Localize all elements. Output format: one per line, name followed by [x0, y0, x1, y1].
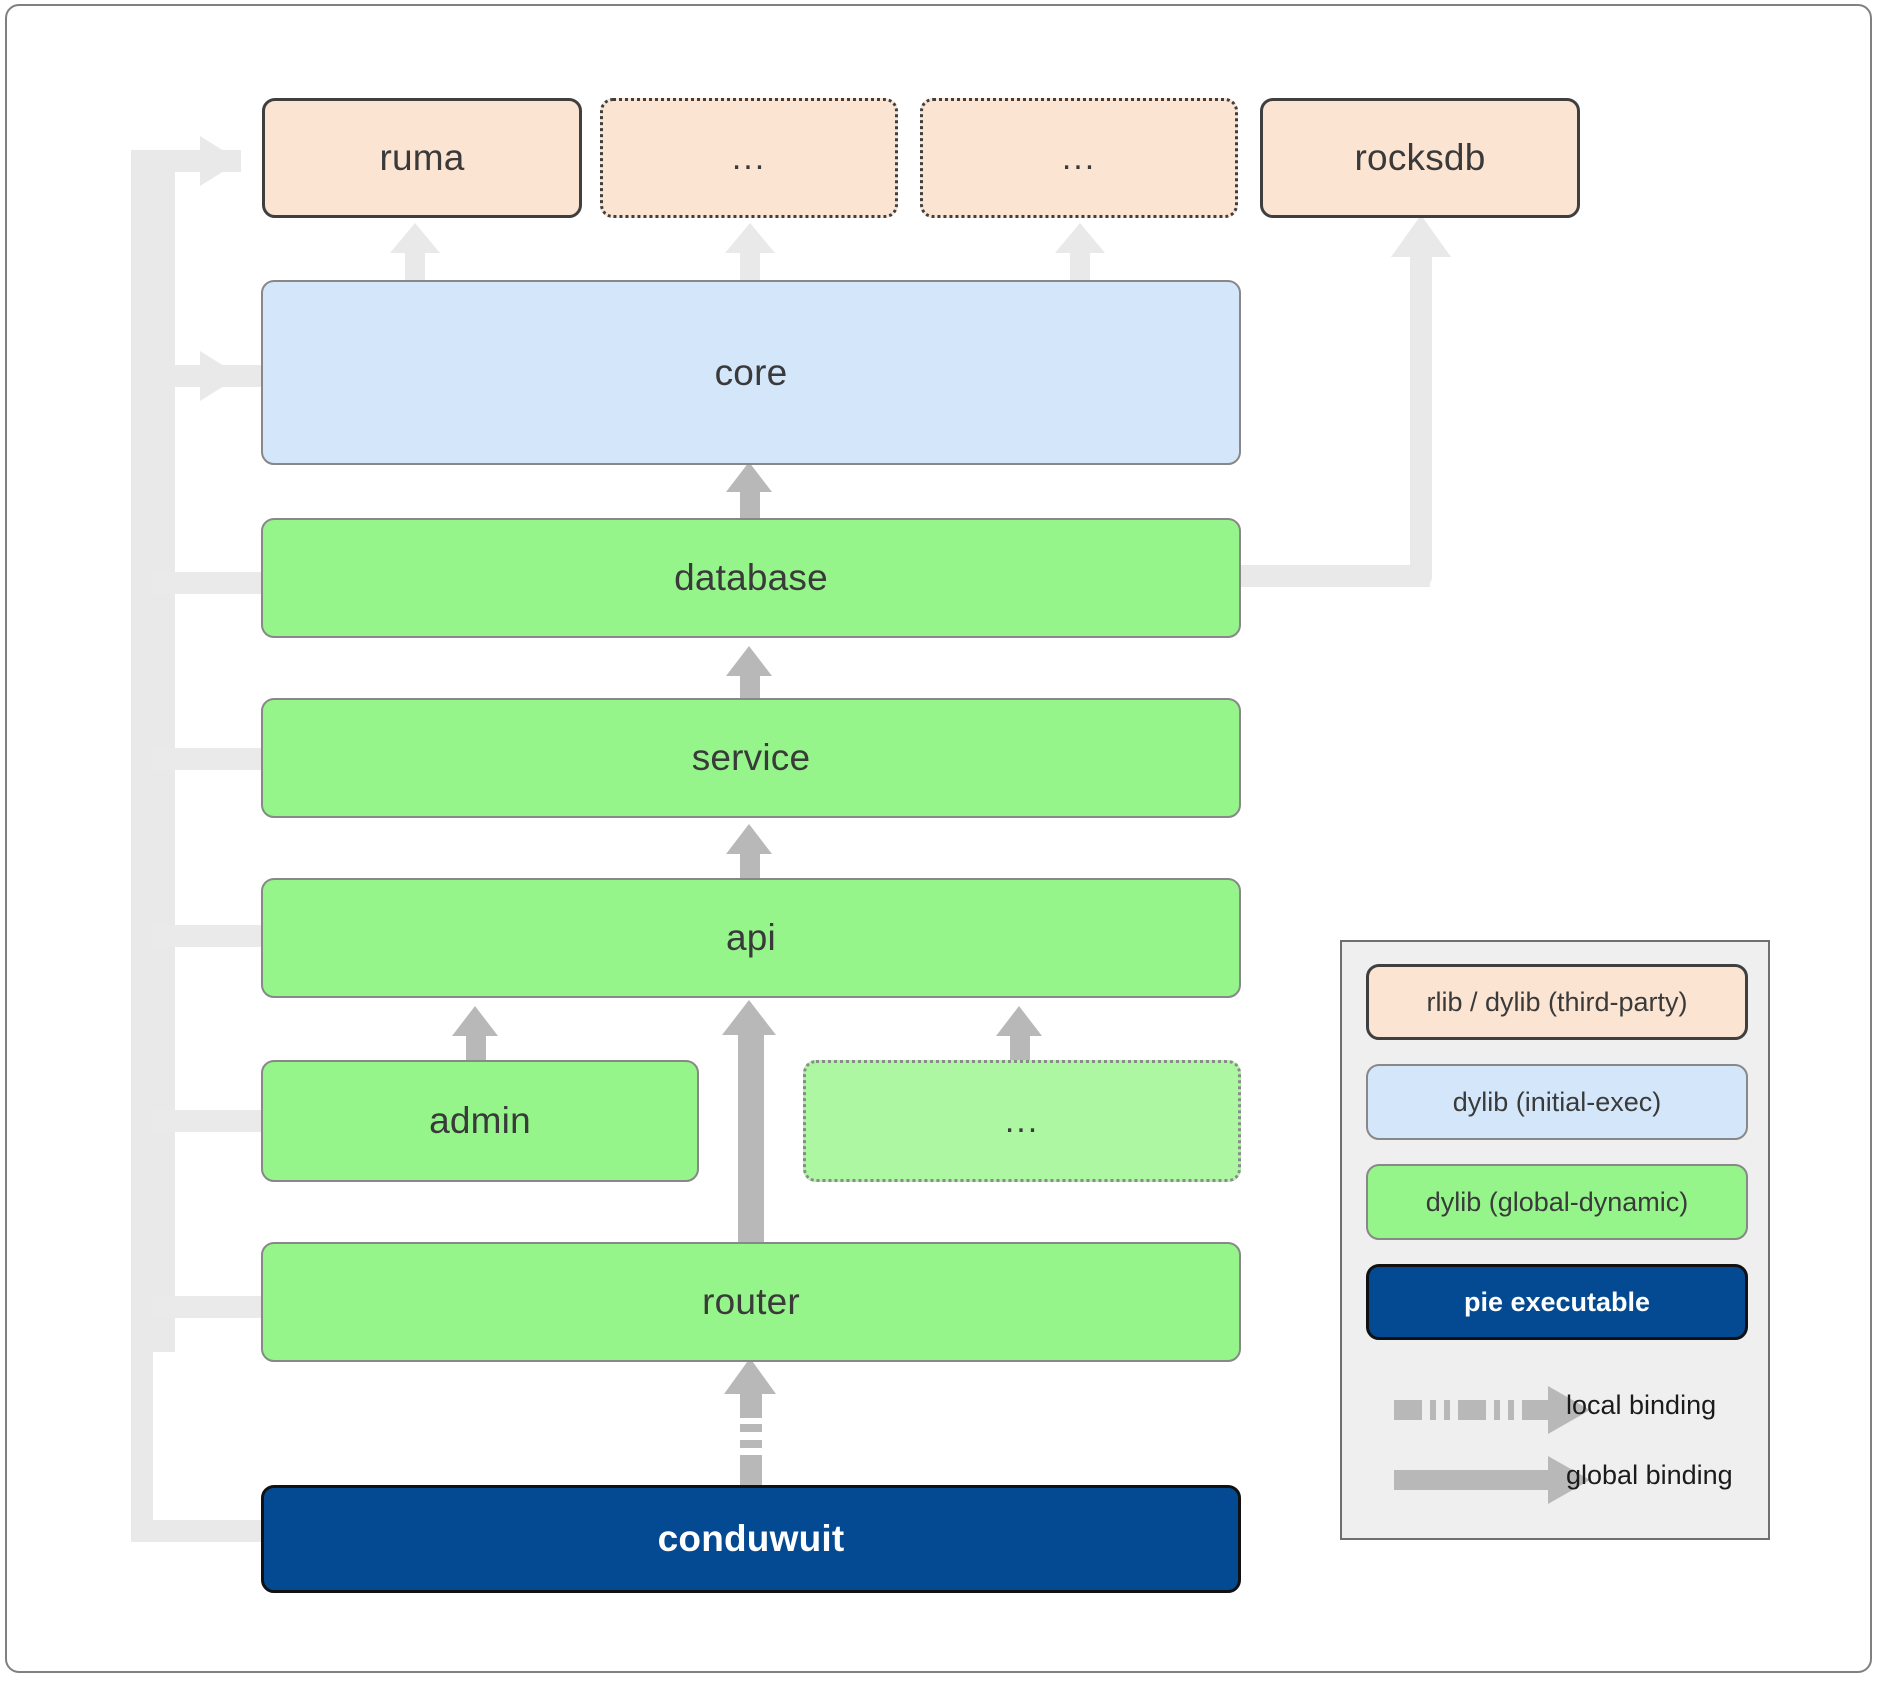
node-label: ruma — [379, 137, 465, 178]
legend-swatch-global-dynamic: dylib (global-dynamic) — [1366, 1164, 1748, 1240]
node-api[interactable]: api — [261, 878, 1241, 998]
node-etc-top-2[interactable]: ... — [920, 98, 1238, 218]
node-label: rocksdb — [1354, 137, 1486, 178]
node-core[interactable]: core — [261, 280, 1241, 465]
dash-segment — [1458, 1400, 1486, 1420]
dash-segment — [1508, 1400, 1514, 1420]
node-label: core — [714, 351, 788, 393]
legend-swatch-label: dylib (initial-exec) — [1452, 1086, 1662, 1117]
legend-arrow-global-binding: global binding — [1366, 1452, 1756, 1508]
legend-swatch-third-party: rlib / dylib (third-party) — [1366, 964, 1748, 1040]
legend-arrow-local-binding: local binding — [1366, 1382, 1756, 1438]
node-router[interactable]: router — [261, 1242, 1241, 1362]
legend-swatch-label: pie executable — [1463, 1286, 1651, 1317]
legend-swatch-label: rlib / dylib (third-party) — [1426, 986, 1688, 1017]
node-database[interactable]: database — [261, 518, 1241, 638]
legend-swatch-initial-exec: dylib (initial-exec) — [1366, 1064, 1748, 1140]
node-service[interactable]: service — [261, 698, 1241, 818]
arrow-head-icon — [1548, 1456, 1590, 1504]
legend-swatch-pie-executable: pie executable — [1366, 1264, 1748, 1340]
node-label: database — [674, 557, 828, 598]
legend-panel: rlib / dylib (third-party) dylib (initia… — [1340, 940, 1770, 1540]
node-etc-top-1[interactable]: ... — [600, 98, 898, 218]
legend-arrow-label: local binding — [1566, 1390, 1717, 1420]
node-label: service — [691, 737, 811, 778]
dash-segment — [1394, 1400, 1422, 1420]
node-label: admin — [429, 1100, 531, 1141]
dash-segment — [1522, 1400, 1550, 1420]
node-label: api — [726, 917, 776, 958]
node-conduwuit[interactable]: conduwuit — [261, 1485, 1241, 1593]
node-label: ... — [1004, 1101, 1040, 1140]
node-rocksdb[interactable]: rocksdb — [1260, 98, 1580, 218]
node-label: ... — [1061, 138, 1097, 177]
node-label: ... — [731, 138, 767, 177]
node-etc-admin[interactable]: ... — [803, 1060, 1241, 1182]
legend-swatch-label: dylib (global-dynamic) — [1425, 1186, 1689, 1217]
dash-segment — [1430, 1400, 1436, 1420]
node-label: conduwuit — [657, 1518, 845, 1559]
arrow-head-icon — [1548, 1386, 1590, 1434]
dash-segment — [1444, 1400, 1450, 1420]
dash-segment — [1494, 1400, 1500, 1420]
node-label: router — [702, 1281, 800, 1322]
legend-arrow-label: global binding — [1566, 1460, 1733, 1490]
node-admin[interactable]: admin — [261, 1060, 699, 1182]
node-ruma[interactable]: ruma — [262, 98, 582, 218]
solid-segment — [1394, 1470, 1550, 1490]
